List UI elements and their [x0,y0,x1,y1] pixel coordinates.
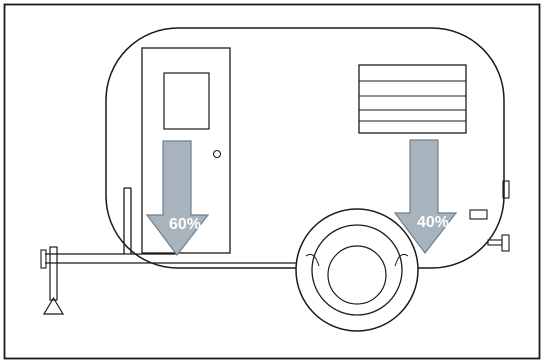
door-window [164,73,209,129]
front-weight-label: 60% [169,216,201,233]
wheel [296,209,418,331]
diagram-frame [5,5,540,359]
door-handle [214,151,221,158]
front-weight-arrow: 60% [147,141,208,255]
vent-window [359,65,466,133]
rear-light [470,210,487,219]
jack-stand [41,247,63,314]
rear-weight-label: 40% [417,214,449,231]
